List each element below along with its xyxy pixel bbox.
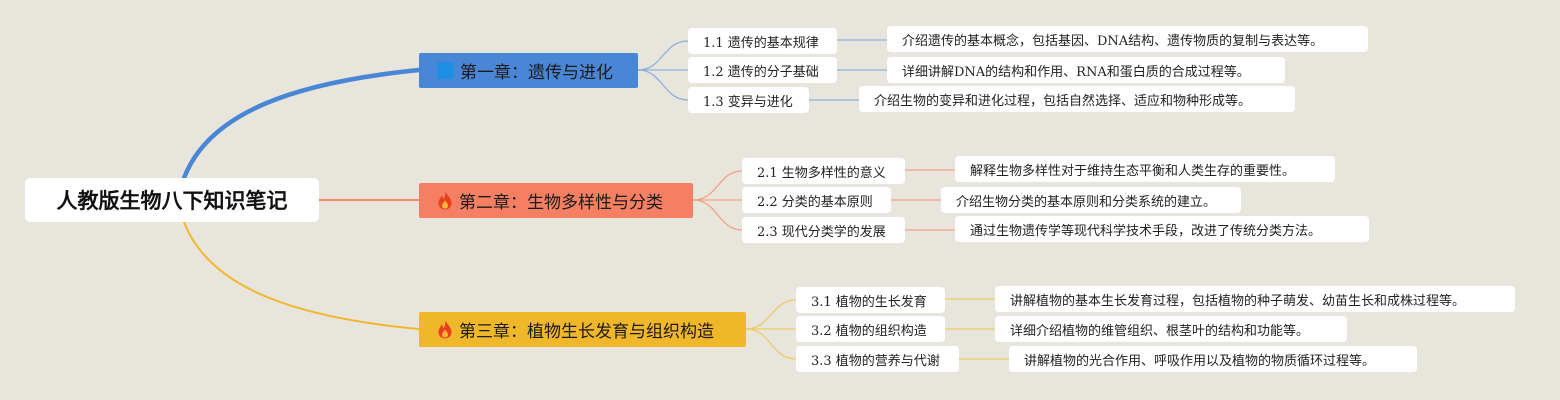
ch2-link-sec-3 [692,199,743,231]
description-1-2-text: 详细讲解DNA的结构和作用、RNA和蛋白质的合成过程等。 [902,64,1250,80]
description-1-2[interactable]: 详细讲解DNA的结构和作用、RNA和蛋白质的合成过程等。 [887,57,1285,83]
fire-icon [437,320,453,339]
ch1-link-sec-3 [637,69,689,101]
chapter-1-label: 第一章：遗传与进化 [460,63,613,83]
description-3-2[interactable]: 详细介绍植物的维管组织、根茎叶的结构和功能等。 [995,316,1347,342]
section-2-1-label: 2.1 生物多样性的意义 [757,165,886,181]
ch2-link-sec-1 [692,170,743,201]
root-topic[interactable]: 人教版生物八下知识笔记 [25,178,319,222]
section-3-2[interactable]: 3.2 植物的组织构造 [796,316,945,342]
ch3-link-sec-3 [745,328,797,360]
fire-icon [437,191,453,210]
description-2-2-text: 介绍生物分类的基本原则和分类系统的建立。 [956,194,1217,210]
section-1-3[interactable]: 1.3 变异与进化 [688,87,809,113]
description-1-3[interactable]: 介绍生物的变异和进化过程，包括自然选择、适应和物种形成等。 [859,86,1295,112]
root-link-chapter-1 [181,67,422,181]
chapter-2-topic[interactable]: 第二章：生物多样性与分类 [419,183,693,218]
section-1-2[interactable]: 1.2 遗传的分子基础 [688,57,837,83]
section-3-3-label: 3.3 植物的营养与代谢 [811,353,940,369]
description-1-3-text: 介绍生物的变异和进化过程，包括自然选择、适应和物种形成等。 [874,93,1252,109]
description-2-3-text: 通过生物遗传学等现代科学技术手段，改进了传统分类方法。 [970,223,1322,239]
chapter-3-topic[interactable]: 第三章：植物生长发育与组织构造 [419,312,746,347]
section-2-3[interactable]: 2.3 现代分类学的发展 [742,217,905,243]
section-2-1[interactable]: 2.1 生物多样性的意义 [742,158,905,184]
section-1-1[interactable]: 1.1 遗传的基本规律 [688,28,837,54]
blue-square-icon [437,62,454,79]
description-1-1-text: 介绍遗传的基本概念，包括基因、DNA结构、遗传物质的复制与表达等。 [902,33,1324,49]
root-link-chapter-3 [183,221,420,330]
description-3-1-text: 讲解植物的基本生长发育过程，包括植物的种子萌发、幼苗生长和成株过程等。 [1010,293,1466,309]
description-3-2-text: 详细介绍植物的维管组织、根茎叶的结构和功能等。 [1010,323,1310,339]
section-3-1-label: 3.1 植物的生长发育 [811,294,927,310]
section-2-2-label: 2.2 分类的基本原则 [757,194,873,210]
section-1-3-label: 1.3 变异与进化 [703,94,793,110]
ch1-link-sec-1 [637,40,689,71]
description-3-1[interactable]: 讲解植物的基本生长发育过程，包括植物的种子萌发、幼苗生长和成株过程等。 [995,286,1515,312]
chapter-3-label: 第三章：植物生长发育与组织构造 [459,322,714,342]
description-3-3[interactable]: 讲解植物的光合作用、呼吸作用以及植物的物质循环过程等。 [1009,346,1417,372]
section-2-3-label: 2.3 现代分类学的发展 [757,224,886,240]
section-3-1[interactable]: 3.1 植物的生长发育 [796,287,945,313]
description-2-1[interactable]: 解释生物多样性对于维持生态平衡和人类生存的重要性。 [955,156,1335,182]
ch3-link-sec-1 [745,299,797,330]
description-1-1[interactable]: 介绍遗传的基本概念，包括基因、DNA结构、遗传物质的复制与表达等。 [887,26,1368,52]
chapter-2-label: 第二章：生物多样性与分类 [459,193,663,213]
description-3-3-text: 讲解植物的光合作用、呼吸作用以及植物的物质循环过程等。 [1024,353,1376,369]
description-2-1-text: 解释生物多样性对于维持生态平衡和人类生存的重要性。 [970,163,1296,179]
section-1-1-label: 1.1 遗传的基本规律 [703,35,819,51]
section-3-3[interactable]: 3.3 植物的营养与代谢 [796,346,959,372]
description-2-2[interactable]: 介绍生物分类的基本原则和分类系统的建立。 [941,187,1241,213]
section-1-2-label: 1.2 遗传的分子基础 [703,64,819,80]
chapter-1-topic[interactable]: 第一章：遗传与进化 [419,53,638,88]
section-2-2[interactable]: 2.2 分类的基本原则 [742,187,891,213]
description-2-3[interactable]: 通过生物遗传学等现代科学技术手段，改进了传统分类方法。 [955,216,1369,242]
section-3-2-label: 3.2 植物的组织构造 [811,323,927,339]
root-topic-label: 人教版生物八下知识笔记 [56,189,288,213]
